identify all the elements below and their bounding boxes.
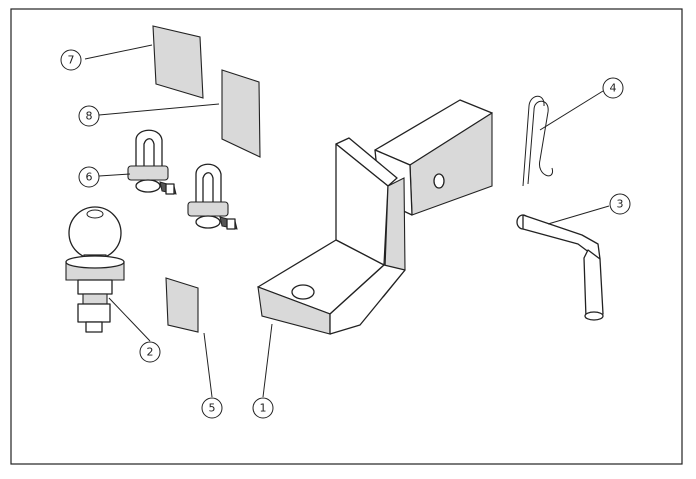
part-5-small-sticker — [165, 277, 199, 333]
shackle-left — [127, 129, 177, 195]
callout-8-label: 8 — [86, 110, 93, 123]
callout-2-label: 2 — [147, 346, 154, 359]
leader-4 — [539, 90, 604, 131]
leader-3 — [547, 205, 610, 225]
callout-3: 3 — [609, 193, 631, 215]
part-8-label-sticker — [221, 69, 261, 158]
leader-8 — [98, 103, 220, 116]
leader-5 — [203, 332, 213, 398]
part-7-label-sticker — [152, 25, 204, 99]
part-4-r-clip — [522, 95, 553, 187]
leader-7 — [84, 44, 153, 60]
callout-7: 7 — [60, 49, 82, 71]
part-6-locking-shackles — [127, 129, 238, 230]
callout-7-label: 7 — [68, 54, 75, 67]
callout-6-label: 6 — [86, 171, 93, 184]
part-1-hitch-bar — [257, 99, 493, 335]
leader-lines — [84, 44, 610, 398]
part-3-hitch-pin — [516, 214, 604, 321]
leader-2 — [108, 297, 151, 342]
shackle-right — [187, 163, 238, 230]
leader-6 — [98, 173, 131, 177]
callout-3-label: 3 — [617, 198, 624, 211]
callout-5-label: 5 — [209, 402, 216, 415]
leader-1 — [262, 323, 273, 398]
callout-1: 1 — [252, 397, 274, 419]
callout-8: 8 — [78, 105, 100, 127]
callout-5: 5 — [201, 397, 223, 419]
callout-2: 2 — [139, 341, 161, 363]
callout-4-label: 4 — [610, 82, 617, 95]
part-2-tow-ball — [65, 206, 125, 333]
callout-1-label: 1 — [260, 402, 267, 415]
callout-4: 4 — [602, 77, 624, 99]
callout-6: 6 — [78, 166, 100, 188]
